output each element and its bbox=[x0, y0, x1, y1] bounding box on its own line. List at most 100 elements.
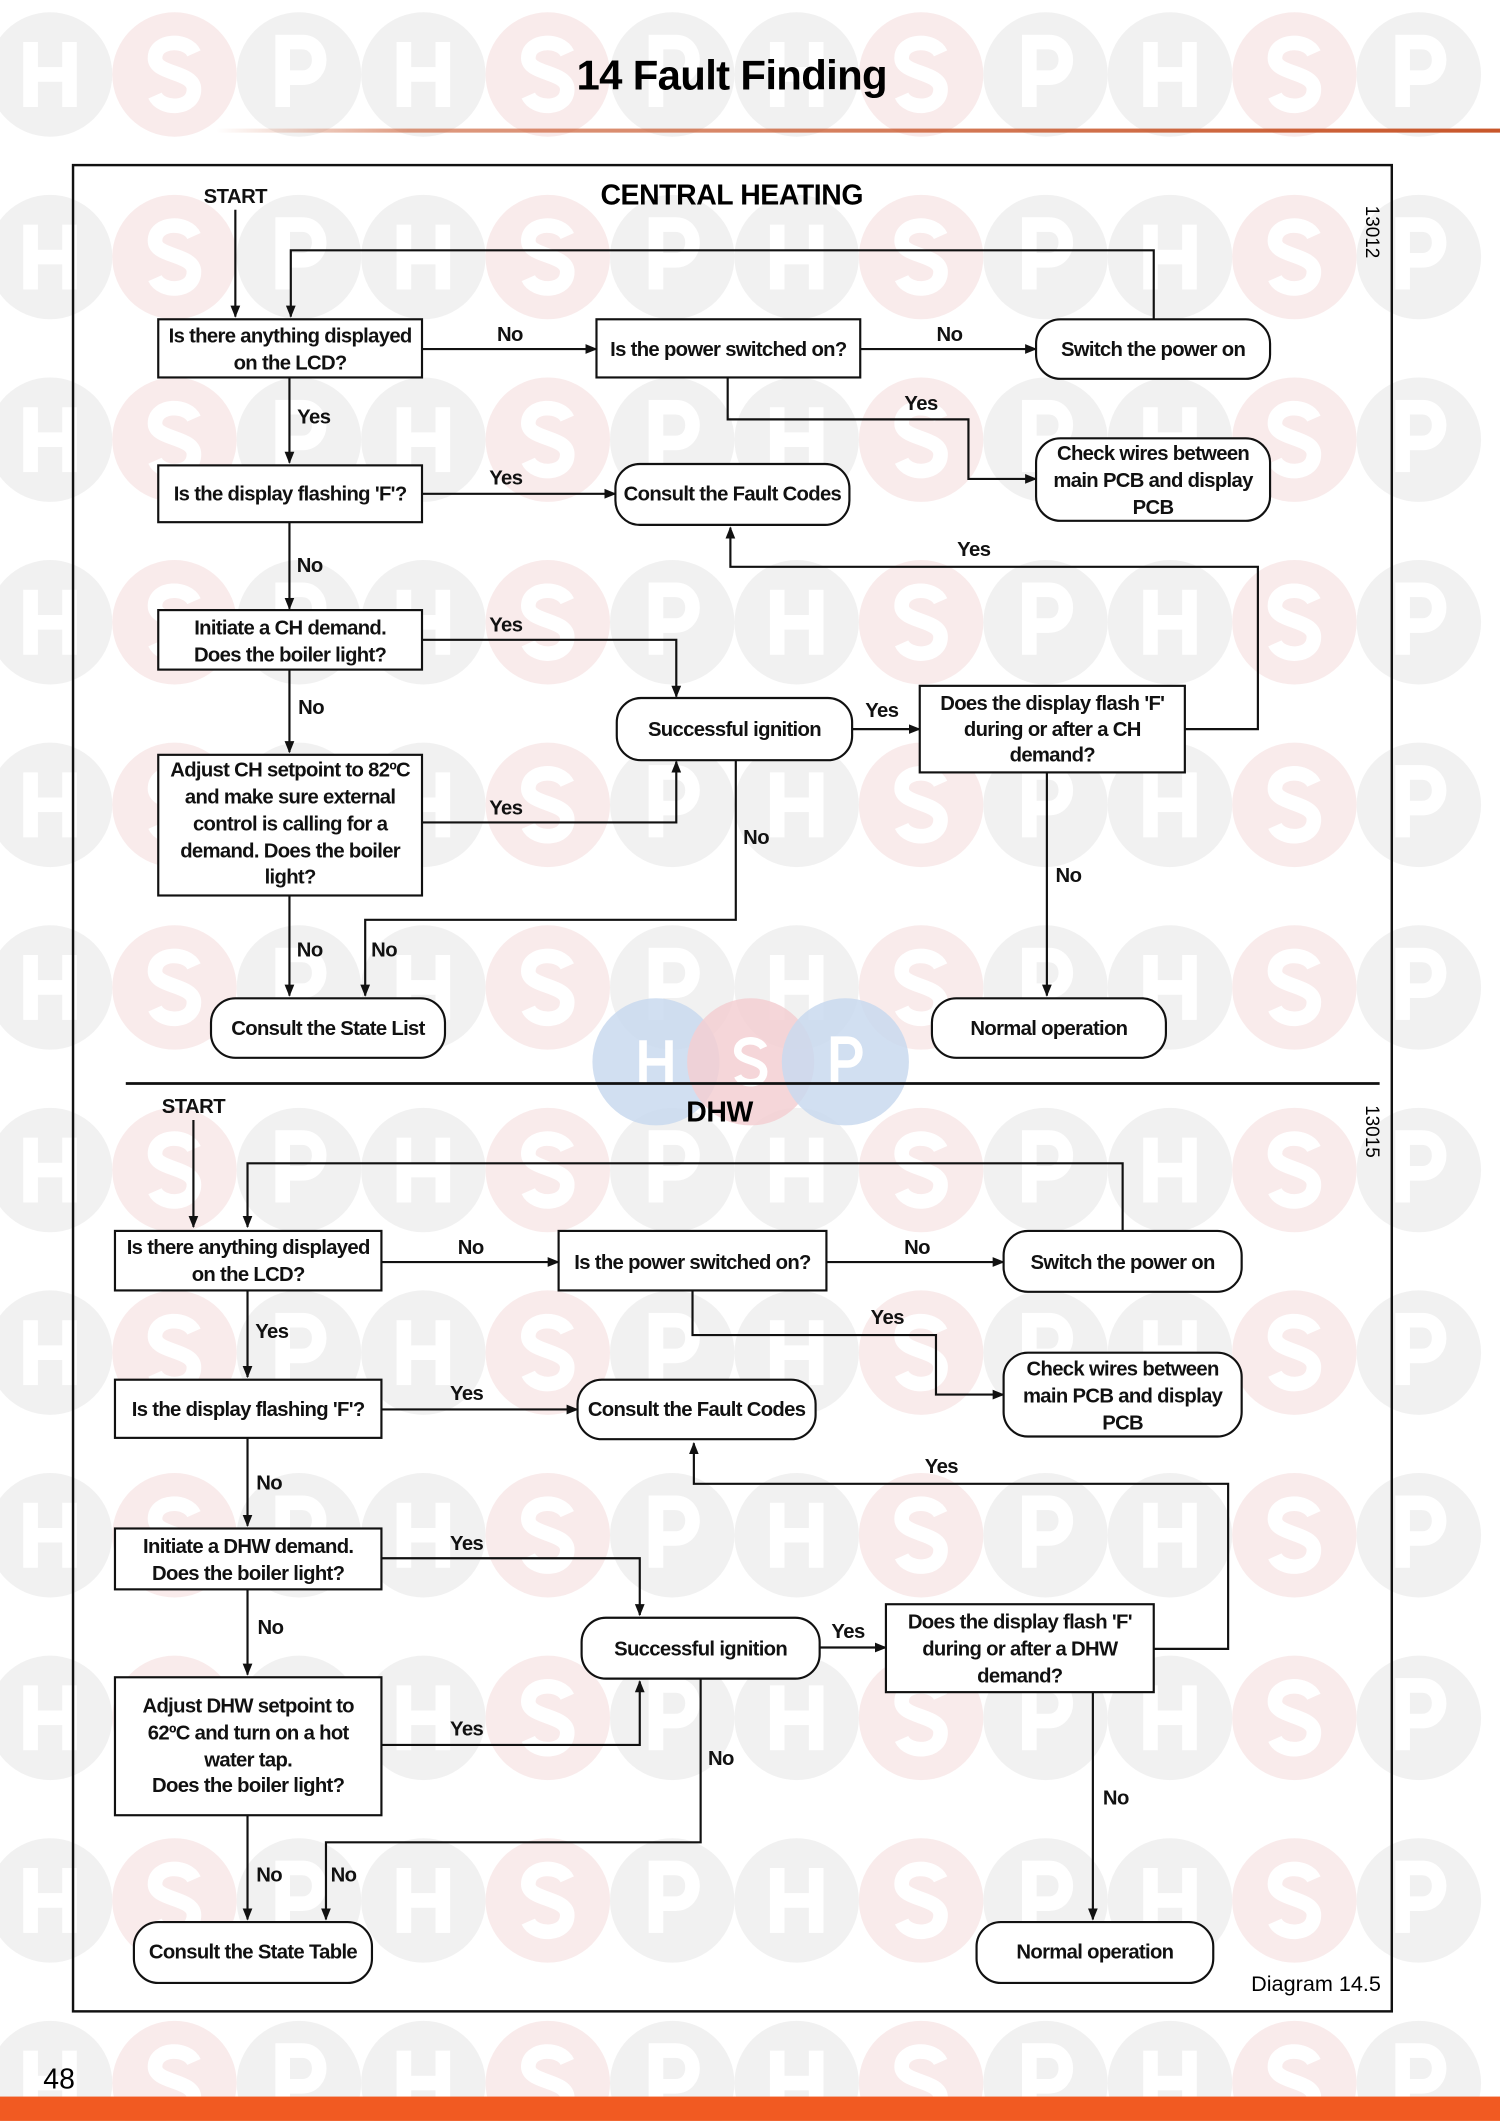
decision-box bbox=[884, 1603, 1155, 1694]
edge-label-no: No bbox=[256, 1865, 282, 1887]
watermark-glyph-h bbox=[23, 1867, 77, 1933]
watermark-glyph-p bbox=[648, 1678, 700, 1751]
flow-arrow bbox=[321, 1678, 702, 1921]
watermark-glyph-p bbox=[648, 1495, 700, 1568]
watermark-glyph-h bbox=[23, 1137, 77, 1203]
node-text-line: light? bbox=[265, 866, 316, 888]
watermark-glyph-s bbox=[1267, 766, 1322, 844]
watermark-glyph-p bbox=[1022, 582, 1074, 655]
watermark-glyph-s bbox=[894, 400, 948, 479]
watermark-glyph-h bbox=[639, 1040, 673, 1084]
node-text-line: main PCB and display bbox=[1053, 470, 1254, 492]
watermark-glyph-s bbox=[894, 583, 948, 661]
edge-label-no: No bbox=[371, 939, 397, 961]
edge-label-yes: Yes bbox=[871, 1307, 905, 1329]
watermark-glyph-p bbox=[275, 217, 327, 290]
watermark-glyph-s bbox=[1267, 35, 1322, 114]
watermark-glyph-s bbox=[894, 1313, 948, 1392]
node-text-line: Is the power switched on? bbox=[574, 1252, 811, 1274]
watermark-glyph-p bbox=[648, 1860, 700, 1933]
watermark-glyph-s bbox=[1267, 1131, 1322, 1209]
node-q4: Adjust CH setpoint to 82ºC and make sure … bbox=[157, 753, 424, 897]
watermark-glyph-p bbox=[275, 1312, 327, 1386]
terminal-box bbox=[1034, 318, 1272, 380]
watermark-glyph-s bbox=[894, 1861, 948, 1940]
node-normal: Normal operation bbox=[930, 997, 1167, 1059]
watermark-glyph-h bbox=[1143, 772, 1197, 838]
watermark-glyph-p bbox=[1395, 1130, 1447, 1203]
watermark-glyph-h bbox=[23, 589, 77, 655]
node-ignition: Successful ignition bbox=[580, 1616, 821, 1680]
watermark-glyph-p bbox=[1022, 217, 1074, 290]
decision-box bbox=[113, 1527, 383, 1591]
watermark-glyph-h bbox=[1143, 1685, 1197, 1751]
decision-box bbox=[113, 1676, 383, 1817]
watermark-glyph-s bbox=[894, 766, 948, 844]
section-title: DHW bbox=[686, 1096, 753, 1128]
watermark-glyph-p bbox=[648, 217, 700, 290]
watermark-glyph-s bbox=[521, 766, 575, 844]
watermark-glyph-p bbox=[1022, 947, 1074, 1020]
edge-label-yes: Yes bbox=[450, 1383, 484, 1405]
title-rule bbox=[216, 128, 1500, 133]
watermark-glyph-s bbox=[521, 1131, 575, 1209]
watermark-glyph-h bbox=[769, 1685, 824, 1751]
node-q2: Is the display flashing 'F'? bbox=[157, 464, 424, 524]
node-text-line: Successful ignition bbox=[614, 1639, 787, 1661]
node-text-line: Adjust CH setpoint to 82ºC bbox=[170, 759, 411, 781]
watermark-glyph-p bbox=[1022, 1860, 1074, 1933]
flow-arrow bbox=[360, 760, 737, 997]
watermark-glyph-s bbox=[521, 400, 575, 479]
edge-label-no: No bbox=[708, 1748, 734, 1770]
watermark-glyph-p bbox=[275, 34, 327, 107]
watermark-glyph-p bbox=[1022, 34, 1074, 107]
diagram-frame bbox=[71, 163, 1394, 2013]
watermark-glyph-h bbox=[769, 224, 824, 290]
hsp-watermark bbox=[0, 12, 1482, 2126]
node-fault: Consult the Fault Codes bbox=[576, 1378, 817, 1441]
watermark-glyph-h bbox=[769, 1867, 824, 1933]
decision-box bbox=[157, 609, 424, 671]
watermark-glyph-h bbox=[396, 1502, 451, 1568]
watermark-glyph-h bbox=[23, 42, 77, 107]
watermark-glyph-s bbox=[521, 583, 575, 661]
watermark-glyph-p bbox=[1022, 2043, 1074, 2116]
decision-box bbox=[157, 318, 424, 379]
node-text-line: and make sure external bbox=[185, 787, 395, 809]
diagram-label: Diagram 14.5 bbox=[1251, 1971, 1381, 1996]
watermark-glyph-h bbox=[23, 1320, 77, 1386]
watermark-glyph-p bbox=[648, 2043, 700, 2116]
start-label: START bbox=[162, 1096, 226, 1118]
flow-arrow bbox=[726, 377, 1038, 484]
node-text-line: Check wires between bbox=[1027, 1359, 1219, 1381]
node-text-line: 62ºC and turn on a hot bbox=[148, 1722, 350, 1744]
node-text-line: during or after a DHW bbox=[922, 1639, 1119, 1661]
flow-arrow bbox=[691, 1290, 1005, 1400]
edge-label-no: No bbox=[298, 697, 324, 719]
node-text-line: Switch the power on bbox=[1061, 339, 1245, 361]
node-switch: Switch the power on bbox=[1002, 1229, 1243, 1293]
node-ignition: Successful ignition bbox=[615, 696, 854, 762]
terminal-box bbox=[132, 1921, 374, 1985]
watermark-glyph-p bbox=[275, 399, 327, 473]
watermark-glyph-h bbox=[1143, 1137, 1197, 1203]
watermark-glyph-s bbox=[147, 35, 202, 114]
watermark-glyph-s bbox=[521, 1679, 575, 1757]
watermark-glyph-p bbox=[1022, 1130, 1074, 1203]
watermark-glyph-p bbox=[275, 1860, 327, 1933]
watermark-glyph-s bbox=[894, 35, 948, 114]
watermark-glyph-p bbox=[648, 1130, 700, 1203]
terminal-box bbox=[1002, 1351, 1243, 1438]
node-text-line: during or after a CH bbox=[964, 719, 1141, 741]
watermark-glyph-h bbox=[23, 224, 77, 290]
flow-arrow bbox=[422, 760, 682, 824]
node-text-line: demand? bbox=[1010, 745, 1096, 767]
node-text-line: Does the boiler light? bbox=[194, 644, 387, 666]
watermark-glyph-h bbox=[769, 1320, 824, 1386]
node-state: Consult the State Table bbox=[132, 1921, 374, 1985]
watermark-glyph-s bbox=[1267, 1679, 1322, 1757]
